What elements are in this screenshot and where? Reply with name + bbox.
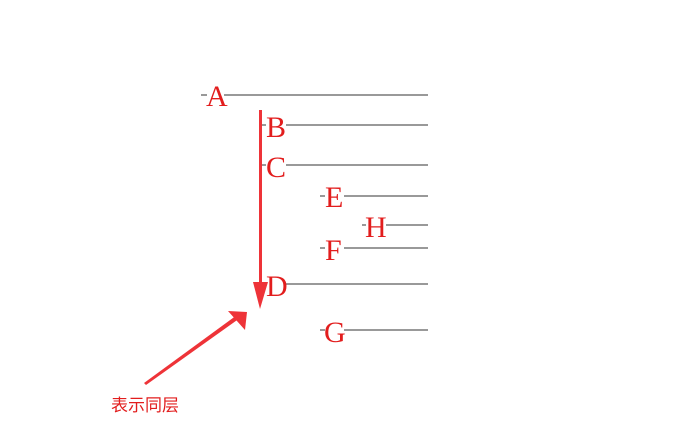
vertical-arrow-shaft (259, 110, 262, 286)
node-g: G (320, 316, 428, 349)
node-e: E (320, 181, 428, 214)
node-f-label: F (325, 234, 342, 267)
vertical-arrow (253, 110, 268, 309)
vertical-arrow-head (253, 282, 268, 309)
node-a: A (201, 80, 428, 113)
diagonal-arrow-shaft (144, 315, 240, 385)
node-e-label: E (325, 181, 343, 214)
node-c: C (261, 151, 428, 184)
node-h: H (362, 211, 428, 244)
node-d-label: D (266, 270, 288, 303)
node-h-label: H (365, 211, 387, 244)
node-g-label: G (324, 316, 346, 349)
diagonal-arrow (144, 311, 247, 385)
node-d: D (261, 270, 428, 303)
node-b: B (261, 111, 428, 144)
node-a-label: A (206, 80, 228, 113)
node-f: F (320, 234, 428, 267)
node-c-label: C (266, 151, 286, 184)
node-b-label: B (266, 111, 286, 144)
same-level-annotation: 表示同层 (111, 396, 179, 416)
diagonal-arrow-head (228, 311, 247, 330)
